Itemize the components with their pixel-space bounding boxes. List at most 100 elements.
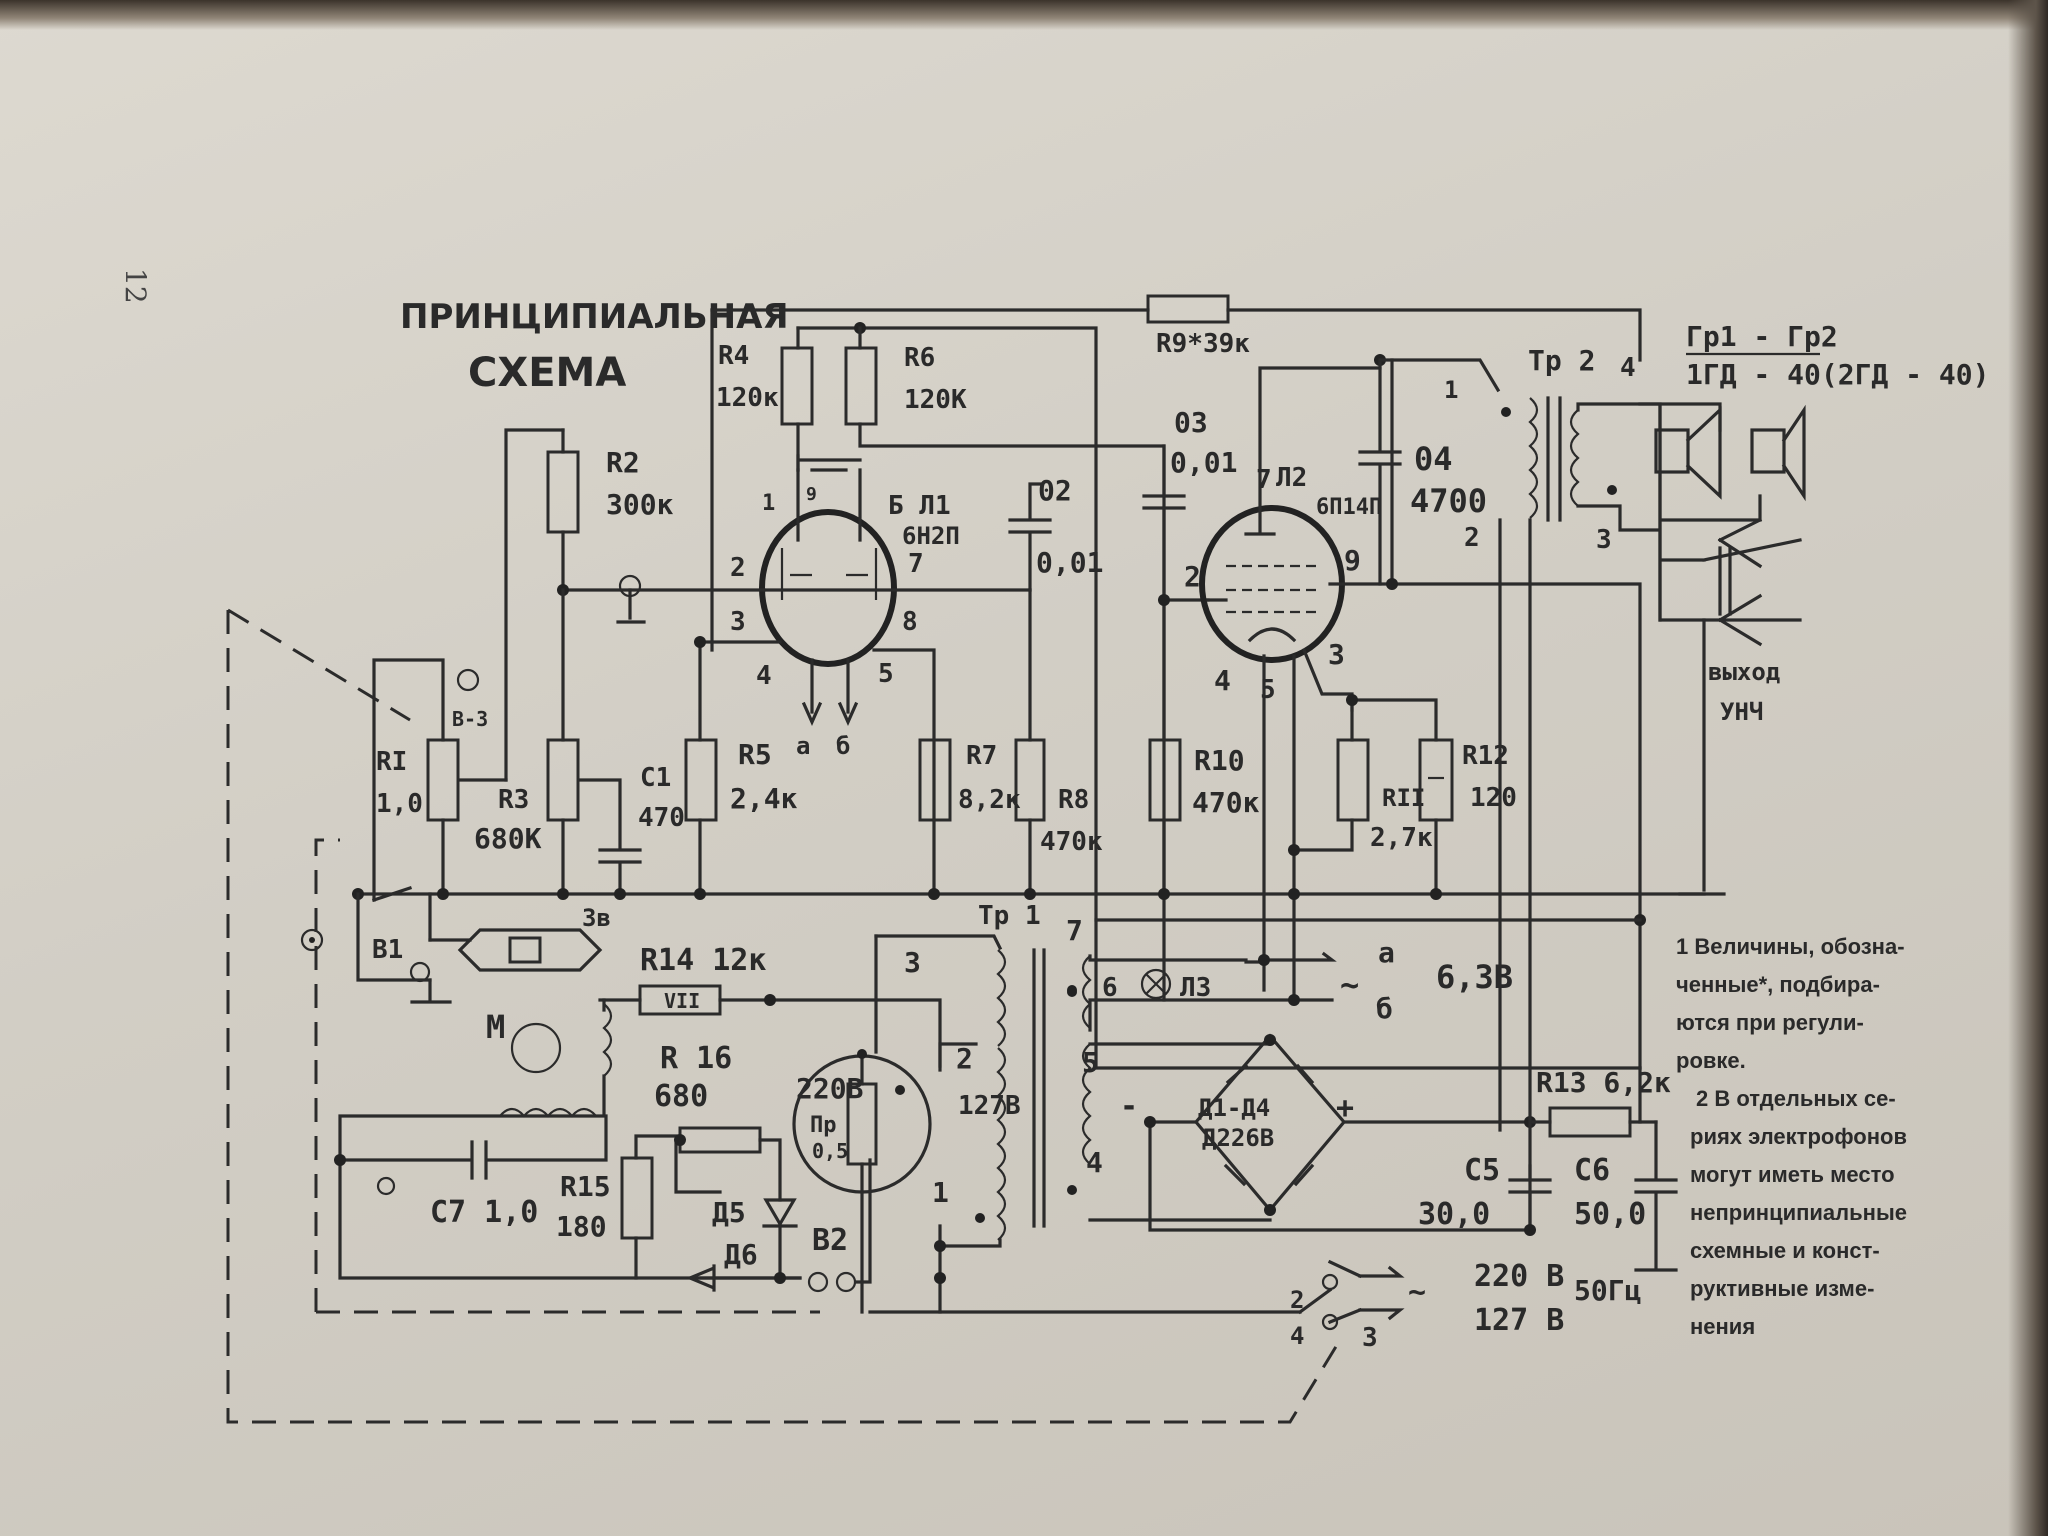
note-line-9: схемные и конст- — [1690, 1238, 1880, 1263]
tr2-pin1: 1 — [1444, 376, 1458, 404]
l2-type: 6П14П — [1316, 495, 1382, 520]
c7-capacitor — [334, 1114, 608, 1180]
r11-value: 2,7к — [1370, 823, 1433, 853]
v220-label: 220В — [796, 1072, 863, 1105]
heater-winding — [1067, 951, 1337, 1032]
terminal-o — [376, 1176, 396, 1196]
r1-label: RI — [376, 747, 407, 777]
output-label-2: УНЧ — [1720, 698, 1763, 726]
power-transformer — [874, 934, 1092, 1314]
r14-label: R14 12к — [640, 943, 766, 978]
b1-label: В1 — [372, 935, 403, 965]
heater-out-b: б — [1376, 992, 1393, 1025]
tr1-pin2: 2 — [956, 1042, 973, 1075]
c1-value: 470 — [638, 803, 685, 833]
r11-label: RII — [1382, 784, 1425, 812]
mains-pin-3: 3 — [1362, 1323, 1378, 1353]
note-line-3: ются при регули- — [1676, 1010, 1864, 1035]
heater-pin-6: 6 — [1102, 973, 1118, 1003]
l2-pin3: 3 — [1328, 638, 1345, 671]
r10-label: R10 — [1194, 744, 1245, 777]
r2-resistor — [504, 428, 766, 782]
d1d4-label: Д1-Д4 — [1198, 1094, 1270, 1122]
c3-value: 0,01 — [1170, 446, 1237, 479]
ground-mark — [300, 928, 324, 952]
l1-pin7: 7 — [908, 549, 924, 579]
bridge-minus: - — [1120, 1089, 1138, 1124]
r7-value: 8,2к — [958, 785, 1021, 815]
note-line-4: ровке. — [1676, 1048, 1746, 1073]
output-label-1: выход — [1708, 658, 1780, 686]
r6-resistor — [844, 326, 1166, 1002]
tr1-label: Тр 1 — [978, 901, 1041, 931]
tr1-pin5: 5 — [1082, 1046, 1099, 1079]
note-line-6: риях электрофонов — [1690, 1124, 1907, 1149]
tr2-label: Тр 2 — [1528, 344, 1595, 377]
r3-label: R3 — [498, 785, 529, 815]
title-line2: СХЕМА — [468, 350, 626, 396]
note-line-8: непринципиальные — [1690, 1200, 1907, 1225]
pr-label: Пр — [810, 1113, 837, 1138]
r7-resistor — [918, 738, 952, 896]
l2-pin9: 9 — [1344, 544, 1361, 577]
l1-pin9: 9 — [806, 484, 817, 505]
tr1-pin4: 4 — [1086, 1146, 1103, 1179]
filter-section — [1508, 518, 1678, 1272]
mains-tilde: ~ — [1408, 1275, 1426, 1310]
b2-label: В2 — [812, 1223, 848, 1258]
r9-resistor — [1146, 294, 1230, 324]
l1-pin8: 8 — [902, 607, 918, 637]
r11-r12 — [1288, 694, 1454, 896]
b2-wire — [854, 1158, 1302, 1314]
r2-value: 300к — [606, 488, 674, 521]
tube-l1 — [698, 454, 1032, 822]
note-line-7: могут иметь место — [1690, 1162, 1895, 1187]
linkage-dashed-inner — [314, 838, 820, 1314]
note-line-1: 1 Величины, обозна- — [1676, 934, 1905, 959]
gr-label: Гр1 - Гр2 — [1686, 320, 1838, 353]
l1-pin2: 2 — [730, 553, 746, 583]
c2-capacitor — [1008, 482, 1052, 822]
r6-label: R6 — [904, 343, 935, 373]
c5-value: 30,0 — [1418, 1197, 1490, 1232]
c4-capacitor — [1358, 358, 1402, 590]
tr1-pin7: 7 — [1066, 914, 1083, 947]
r10-value: 470к — [1192, 786, 1260, 819]
d5-label: Д5 — [712, 1196, 746, 1229]
l2-pin5: 5 — [1260, 675, 1276, 705]
top-rail — [710, 294, 1642, 1070]
c3-label: 03 — [1174, 406, 1208, 439]
speaker-1 — [1654, 406, 1722, 500]
mains-pin-2: 2 — [1290, 1286, 1304, 1314]
note-line-10: руктивные изме- — [1690, 1276, 1874, 1301]
tr1-pin1: 1 — [932, 1176, 949, 1209]
ground-bus — [352, 888, 1706, 926]
tr2-pin3: 3 — [1596, 525, 1612, 555]
r5-label: R5 — [738, 738, 772, 771]
motor-label: M — [486, 1008, 505, 1046]
shield-terminal — [616, 574, 646, 624]
c2-label: 02 — [1038, 474, 1072, 507]
c5-label: C5 — [1464, 1153, 1500, 1188]
fuse-pr — [792, 1049, 932, 1314]
r5-value: 2,4к — [730, 782, 798, 815]
v3-label: В-3 — [452, 707, 488, 731]
note-line-11: нения — [1690, 1314, 1755, 1339]
r16-value: 680 — [654, 1079, 708, 1114]
note-line-5: 2 В отдельных се- — [1696, 1086, 1896, 1111]
r4-resistor — [780, 326, 814, 472]
c6-label: C6 — [1574, 1153, 1610, 1188]
r12-label: R12 — [1462, 741, 1509, 771]
l1-pin3: 3 — [730, 607, 746, 637]
tr2-pin4: 4 — [1620, 353, 1636, 383]
r2-label: R2 — [606, 446, 640, 479]
gr-type: 1ГД - 40(2ГД - 40) — [1686, 358, 1989, 391]
l1-label: Б Л1 — [888, 491, 951, 521]
heater-out-a: а — [1378, 936, 1395, 969]
l1-pin5: 5 — [878, 659, 894, 689]
pin-3v-label: 3в — [582, 904, 611, 932]
r9-label: R9*39к — [1156, 329, 1250, 359]
r15-diodes — [620, 1126, 802, 1292]
